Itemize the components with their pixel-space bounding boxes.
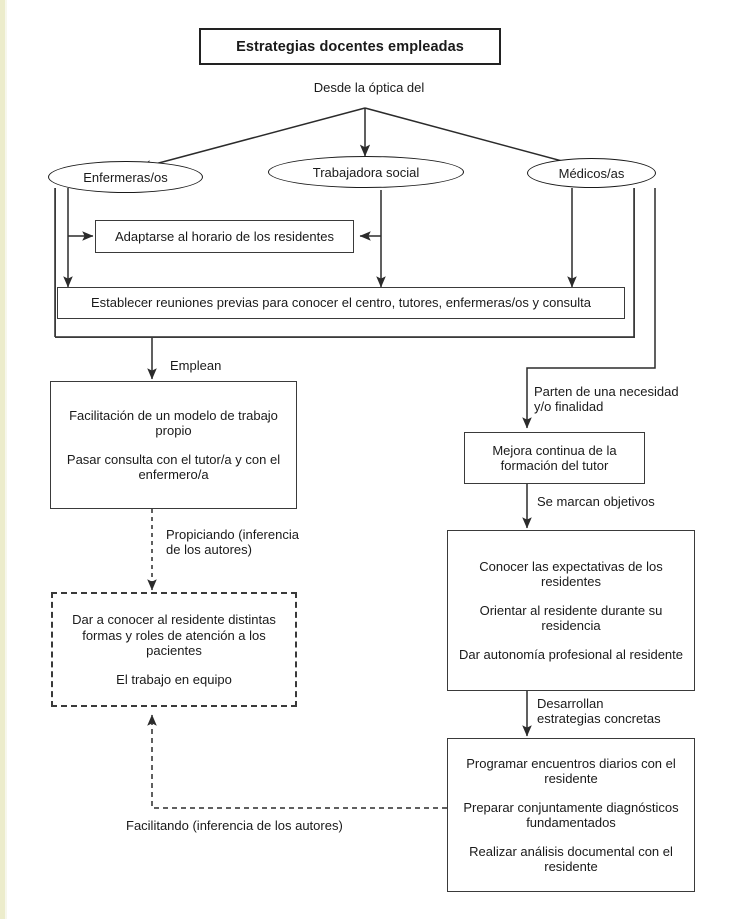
box-dar-conocer-line2: El trabajo en equipo: [116, 671, 232, 687]
box-conocer-line3: Dar autonomía profesional al residente: [458, 646, 684, 662]
edge-label-parten-necesidad: Parten de una necesidad y/o finalidad: [534, 384, 679, 414]
box-dar-a-conocer-residente: Dar a conocer al residente distintas for…: [51, 592, 297, 707]
box-conocer-expectativas: Conocer las expectativas de los resident…: [447, 530, 695, 691]
edge-label-facilitando: Facilitando (inferencia de los autores): [126, 818, 343, 833]
title-text: Estrategias docentes empleadas: [236, 38, 464, 55]
box-establecer-text: Establecer reuniones previas para conoce…: [90, 295, 592, 311]
box-mejora-continua: Mejora continua de la formación del tuto…: [464, 432, 645, 484]
subtitle-label: Desde la óptica del: [313, 80, 425, 95]
box-establecer-reuniones: Establecer reuniones previas para conoce…: [57, 287, 625, 319]
box-programar-line2: Preparar conjuntamente diagnósticos fund…: [463, 799, 679, 831]
page-edge-strip-inner: [5, 0, 7, 919]
edge-label-se-marcan-objetivos: Se marcan objetivos: [537, 494, 655, 509]
edge-label-desarrollan: Desarrollan estrategias concretas: [537, 696, 661, 726]
box-facilitacion-line2: Pasar consulta con el tutor/a y con el e…: [66, 451, 281, 483]
group-frame: [55, 188, 635, 338]
box-programar-encuentros: Programar encuentros diarios con el resi…: [447, 738, 695, 892]
box-conocer-line1: Conocer las expectativas de los resident…: [479, 558, 663, 590]
box-conocer-line2: Orientar al residente durante su residen…: [479, 602, 663, 634]
edge-label-propiciando: Propiciando (inferencia de los autores): [166, 527, 299, 557]
box-facilitacion-line1: Facilitación de un modelo de trabajo pro…: [69, 407, 278, 439]
role-ellipse-enfermeras: Enfermeras/os: [48, 161, 203, 193]
page-edge-strip: [0, 0, 5, 919]
box-programar-line3: Realizar análisis documental con el resi…: [469, 843, 673, 875]
role-ellipse-trabajadora-social: Trabajadora social: [268, 156, 464, 188]
role-label-medicos: Médicos/as: [558, 165, 625, 181]
box-dar-conocer-line1: Dar a conocer al residente distintas for…: [72, 612, 276, 658]
box-programar-line1: Programar encuentros diarios con el resi…: [466, 755, 676, 787]
box-adaptarse-text: Adaptarse al horario de los residentes: [115, 228, 334, 244]
title-box: Estrategias docentes empleadas: [199, 28, 501, 65]
role-ellipse-medicos: Médicos/as: [527, 158, 656, 188]
role-label-enfermeras: Enfermeras/os: [83, 169, 168, 185]
edge-label-emplean: Emplean: [170, 358, 222, 373]
box-mejora-text: Mejora continua de la formación del tuto…: [492, 442, 617, 474]
box-facilitacion-modelo: Facilitación de un modelo de trabajo pro…: [50, 381, 297, 509]
box-adaptarse-horario: Adaptarse al horario de los residentes: [95, 220, 354, 253]
role-label-trabajadora-social: Trabajadora social: [312, 164, 420, 180]
